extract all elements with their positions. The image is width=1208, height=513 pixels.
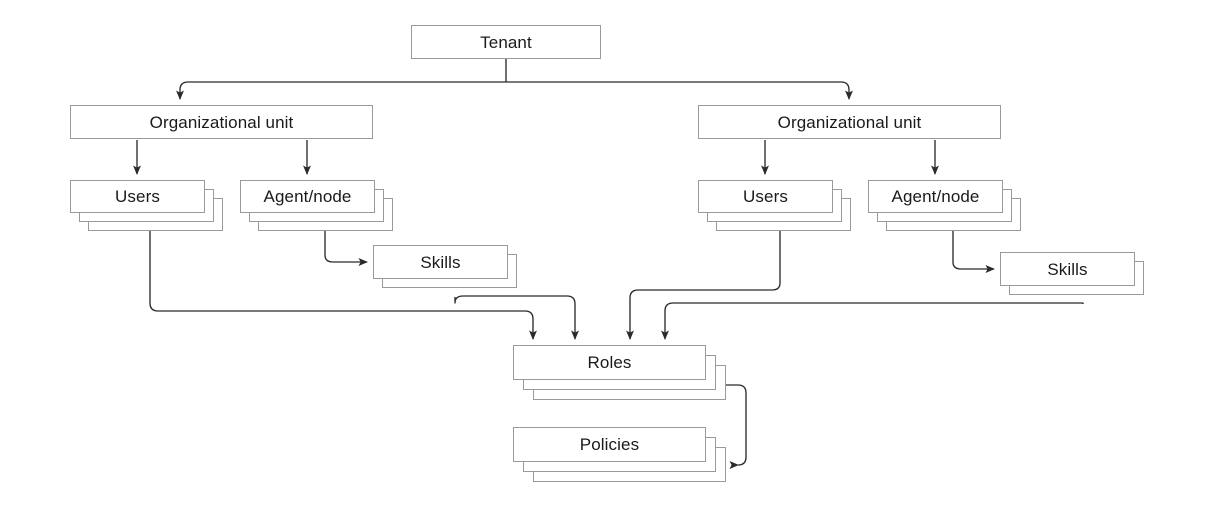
node-users-right-label: Users <box>743 187 788 206</box>
node-skills-right-label: Skills <box>1047 259 1088 279</box>
node-roles[interactable]: Roles <box>513 345 726 400</box>
node-policies[interactable]: Policies <box>513 427 726 482</box>
node-tenant[interactable]: Tenant <box>411 25 601 59</box>
node-users-right-box[interactable]: Users <box>698 180 833 213</box>
node-tenant-label: Tenant <box>480 32 532 52</box>
node-users-left-label: Users <box>115 187 160 206</box>
node-tenant-box[interactable]: Tenant <box>411 25 601 59</box>
node-roles-box[interactable]: Roles <box>513 345 706 380</box>
edge-skills-left-to-roles <box>454 295 579 340</box>
node-skills-right-box[interactable]: Skills <box>1000 252 1135 286</box>
node-skills-right[interactable]: Skills <box>1000 252 1153 304</box>
edge-roles-to-policies <box>726 384 747 469</box>
node-org-unit-right-box[interactable]: Organizational unit <box>698 105 1001 139</box>
node-agent-node-right-label: Agent/node <box>891 187 980 206</box>
edge-tenant-to-org-right <box>506 81 853 100</box>
edge-tenant-to-org-left <box>176 59 507 100</box>
node-agent-node-left-box[interactable]: Agent/node <box>240 180 375 213</box>
node-org-unit-right-label: Organizational unit <box>777 112 922 132</box>
node-org-unit-left-box[interactable]: Organizational unit <box>70 105 373 139</box>
node-skills-left-box[interactable]: Skills <box>373 245 508 279</box>
edge-agent-left-to-skills-left <box>324 231 368 266</box>
node-skills-left[interactable]: Skills <box>373 245 526 297</box>
edge-skills-right-to-roles <box>661 302 1084 340</box>
node-agent-node-left-label: Agent/node <box>263 187 352 206</box>
node-org-unit-left[interactable]: Organizational unit <box>70 105 373 139</box>
node-agent-node-left[interactable]: Agent/node <box>240 180 393 231</box>
node-org-unit-right[interactable]: Organizational unit <box>698 105 1001 139</box>
node-agent-node-right-box[interactable]: Agent/node <box>868 180 1003 213</box>
node-policies-box[interactable]: Policies <box>513 427 706 462</box>
node-users-right[interactable]: Users <box>698 180 851 231</box>
node-org-unit-left-label: Organizational unit <box>149 112 294 132</box>
edge-users-right-to-roles <box>626 231 781 340</box>
node-roles-label: Roles <box>587 353 632 372</box>
node-users-left[interactable]: Users <box>70 180 223 231</box>
edge-agent-right-to-skills-right <box>952 231 995 273</box>
node-policies-label: Policies <box>579 435 640 454</box>
node-users-left-box[interactable]: Users <box>70 180 205 213</box>
node-agent-node-right[interactable]: Agent/node <box>868 180 1021 231</box>
node-skills-left-label: Skills <box>420 252 461 272</box>
